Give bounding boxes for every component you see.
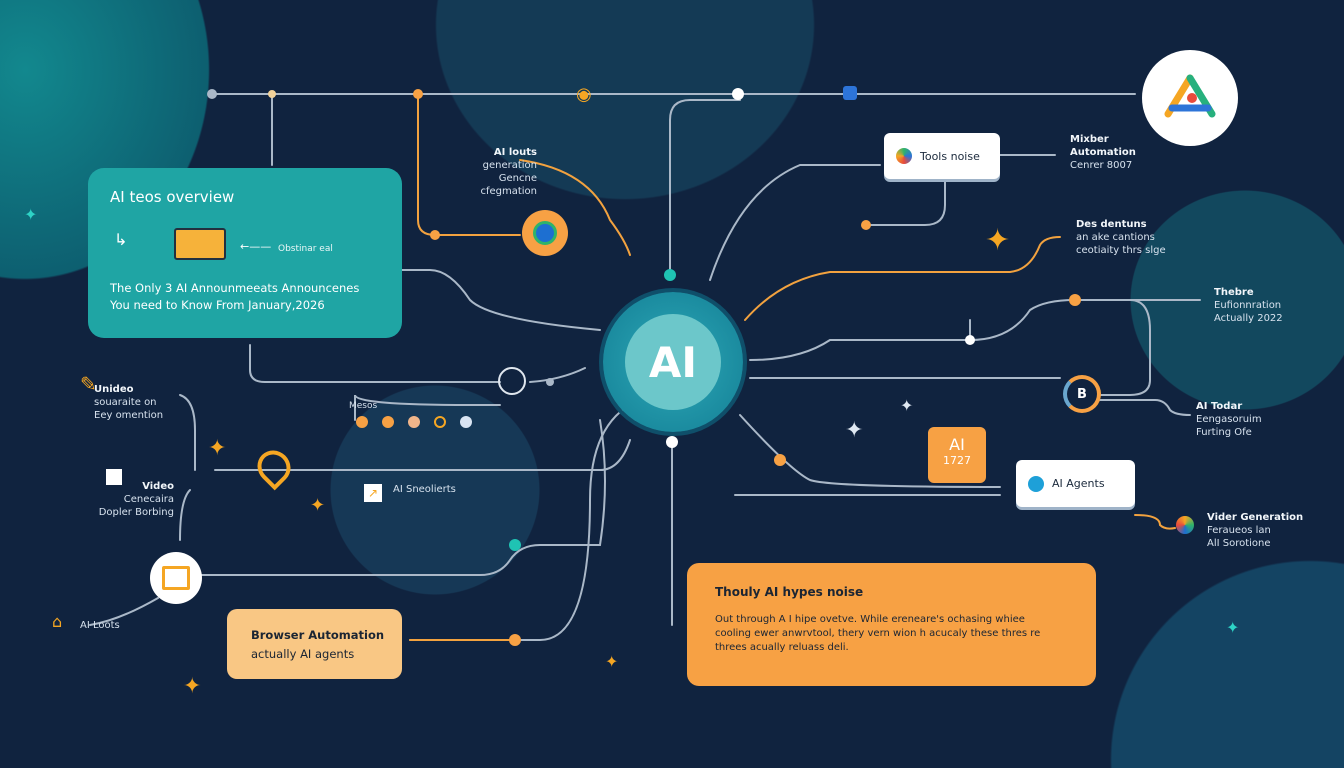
overview-side-label: Obstinar eal <box>278 244 333 254</box>
tools-noise-box[interactable]: Tools noise <box>884 133 1000 179</box>
hype-card: Thouly AI hypes noise Out through A I hi… <box>687 563 1096 686</box>
status-dot <box>434 416 446 428</box>
center-ai-node[interactable]: AI <box>603 292 743 432</box>
status-dot <box>460 416 472 428</box>
label-mesos: Mesos <box>349 401 378 411</box>
overview-card: AI teos overview ↳ ←—— Obstinar eal The … <box>88 168 402 338</box>
folder-node-icon[interactable] <box>150 552 202 604</box>
tools-noise-label: Tools noise <box>920 149 980 163</box>
browser-node-icon[interactable] <box>522 210 568 256</box>
triangle-logo-icon <box>1164 74 1216 118</box>
arrow-left-icon: ←—— <box>240 240 272 253</box>
wrench-icon: ✎ <box>80 372 97 396</box>
status-dots <box>356 416 472 428</box>
sparkle-icon: ✦ <box>310 495 326 516</box>
agent-icon <box>1028 475 1044 492</box>
center-ai-label: AI <box>648 337 698 387</box>
lock-node-icon[interactable] <box>498 367 526 395</box>
arrow-icon: ↳ <box>114 230 128 249</box>
sparkle-icon: ✦ <box>183 674 202 699</box>
colorful-logo-icon <box>896 148 912 164</box>
ai-agents-label: AI Agents <box>1052 477 1105 490</box>
sparkle-icon: ✦ <box>845 418 864 443</box>
hype-body: Out through A I hipe ovetve. While erene… <box>715 614 1041 653</box>
label-ai-sneolierts: AI Sneolierts <box>393 484 456 495</box>
browser-automation-card: Browser Automation actually AI agents <box>227 609 402 679</box>
sparkle-icon: ✦ <box>208 436 227 461</box>
chart-icon: ↗ <box>364 484 382 502</box>
ai-agents-box[interactable]: AI Agents <box>1016 460 1135 507</box>
sparkle-icon: ✦ <box>1226 618 1240 637</box>
document-ring-icon[interactable]: B <box>1063 375 1101 413</box>
video-square-icon <box>106 469 122 485</box>
logo-badge <box>1142 50 1238 146</box>
sparkle-icon: ✦ <box>24 205 38 224</box>
globe-icon <box>1176 516 1194 534</box>
overview-title: AI teos overview <box>110 188 235 206</box>
overview-headline-2: You need to Know From January,2026 <box>110 298 325 312</box>
status-dot <box>356 416 368 428</box>
sparkle-icon: ✦ <box>605 652 619 671</box>
hype-title: Thouly AI hypes noise <box>715 585 864 599</box>
ai-badge: AI 1727 <box>928 427 986 483</box>
laptop-icon <box>174 228 226 260</box>
shield-icon <box>843 86 857 100</box>
label-ai-loots: AI Loots <box>80 620 120 631</box>
location-pin-icon: ◉ <box>576 84 592 105</box>
status-dot <box>408 416 420 428</box>
ai-badge-top: AI <box>949 435 965 454</box>
overview-headline-1: The Only 3 AI Announmeeats Announcenes <box>110 281 360 295</box>
ai-badge-bottom: 1727 <box>943 454 971 467</box>
sparkle-icon: ✦ <box>900 396 914 415</box>
browser-automation-title: Browser Automation <box>251 628 385 642</box>
status-dot <box>382 416 394 428</box>
browser-automation-subtitle: actually AI agents <box>251 647 355 661</box>
home-icon: ⌂ <box>52 612 63 631</box>
sparkle-icon: ✦ <box>985 223 1011 258</box>
